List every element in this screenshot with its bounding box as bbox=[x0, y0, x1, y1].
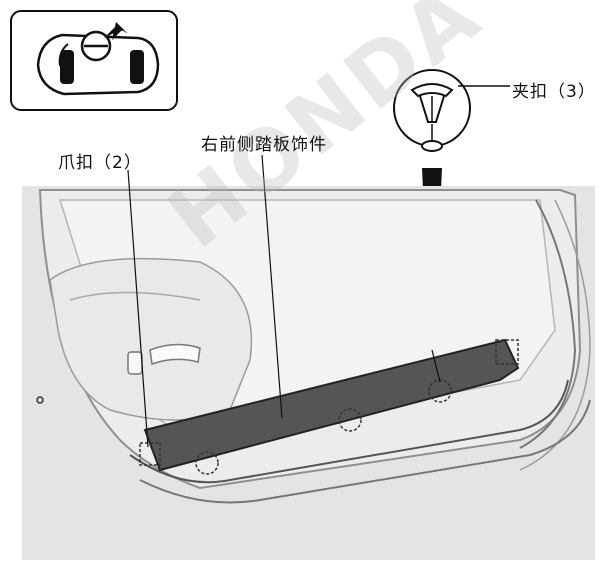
side-trim-panel bbox=[143, 338, 520, 472]
claw-clip-label: 爪扣（2） bbox=[58, 153, 142, 173]
car-topview-icon bbox=[36, 22, 160, 96]
claw-location bbox=[495, 339, 519, 365]
leader-lines bbox=[127, 154, 441, 448]
clip-label: 夹扣（3） bbox=[512, 82, 596, 102]
clip-location bbox=[195, 451, 219, 475]
locator-inset bbox=[10, 10, 178, 111]
clip-locations bbox=[139, 339, 519, 475]
clip-location bbox=[338, 408, 362, 432]
side-trim-label: 右前侧踏板饰件 bbox=[201, 135, 327, 155]
claw-location bbox=[139, 442, 161, 466]
